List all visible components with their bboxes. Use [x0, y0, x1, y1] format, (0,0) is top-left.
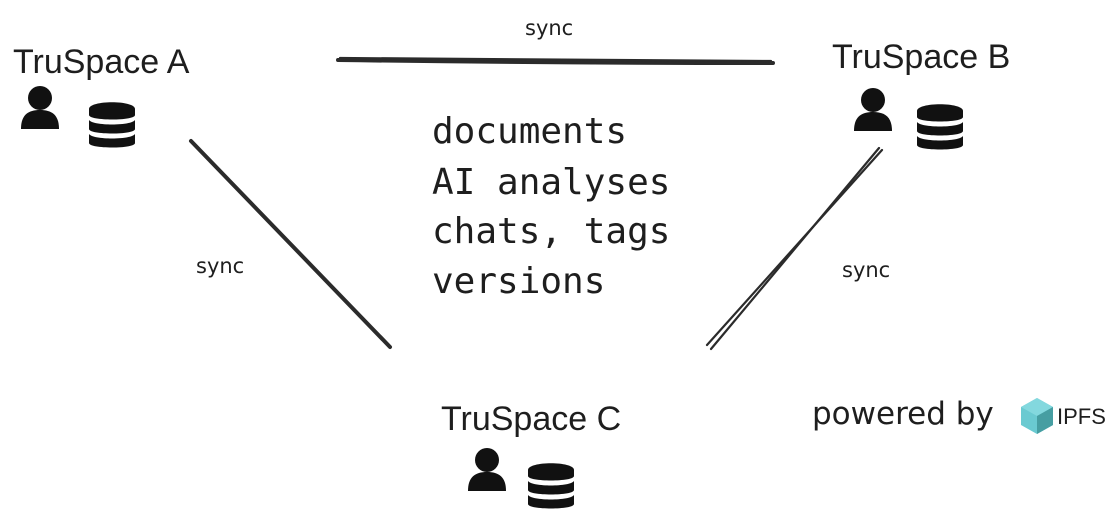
node-truspace-c: TruSpace C: [441, 400, 621, 509]
content-item: versions: [432, 261, 605, 302]
ipfs-cube-icon: [1021, 398, 1053, 434]
user-icon: [468, 448, 506, 491]
edge-a-b: [336, 56, 775, 65]
edge-label-a-b: sync: [525, 16, 573, 40]
node-title-a: TruSpace A: [13, 43, 190, 81]
content-item: documents: [432, 111, 627, 152]
content-item: chats, tags: [432, 211, 670, 252]
node-title-c: TruSpace C: [441, 400, 621, 438]
user-icon: [854, 88, 892, 131]
edge-label-a-c: sync: [196, 254, 244, 278]
powered-by-label: powered by: [812, 396, 994, 432]
node-title-b: TruSpace B: [832, 38, 1010, 76]
user-icon: [21, 86, 59, 129]
node-truspace-a: TruSpace A: [13, 43, 190, 148]
content-item: AI analyses: [432, 162, 670, 203]
node-truspace-b: TruSpace B: [832, 38, 1010, 150]
database-icon: [917, 104, 963, 150]
edge-b-c: [705, 146, 884, 351]
database-icon: [528, 463, 574, 509]
synced-content-list: documents AI analyses chats, tags versio…: [432, 111, 670, 302]
powered-by-ipfs: powered by IPFS: [812, 396, 1106, 434]
database-icon: [89, 102, 135, 148]
edge-label-b-c: sync: [842, 258, 890, 282]
edge-a-c: [189, 139, 392, 349]
ipfs-brand-label: IPFS: [1057, 404, 1106, 429]
